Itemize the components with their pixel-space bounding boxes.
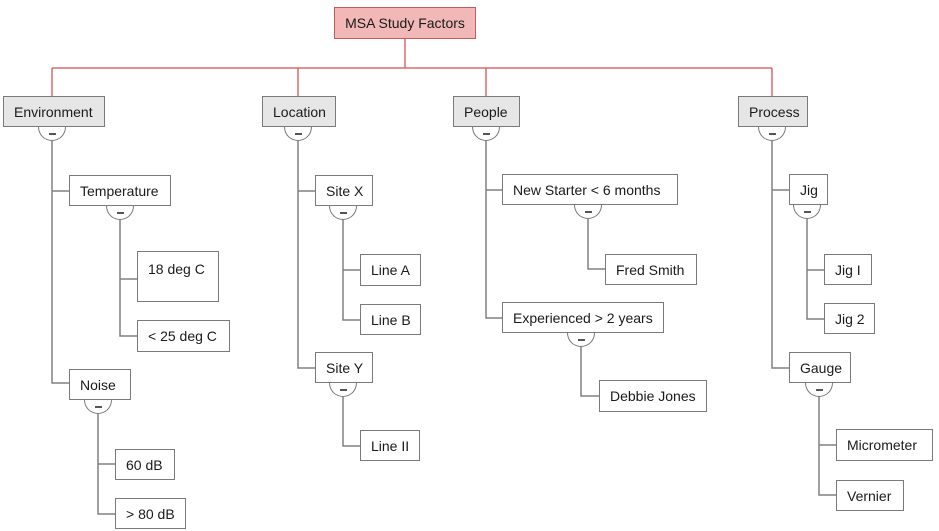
leaf-18-deg-c[interactable]: 18 deg C bbox=[137, 251, 219, 302]
node-label: Jig bbox=[800, 181, 818, 198]
node-label: Site Y bbox=[326, 359, 364, 376]
leaf-label: Jig I bbox=[835, 261, 861, 278]
leaf-over-80-db[interactable]: > 80 dB bbox=[115, 498, 186, 529]
category-people[interactable]: People bbox=[453, 96, 520, 127]
node-label: Experienced > 2 years bbox=[513, 309, 653, 326]
node-noise[interactable]: Noise bbox=[69, 369, 131, 400]
leaf-label: Fred Smith bbox=[616, 261, 685, 278]
node-label: New Starter < 6 months bbox=[513, 181, 661, 198]
node-gauge[interactable]: Gauge bbox=[789, 352, 851, 383]
node-new-starter[interactable]: New Starter < 6 months bbox=[502, 174, 678, 205]
leaf-micrometer[interactable]: Micrometer bbox=[836, 429, 933, 461]
leaf-debbie-jones[interactable]: Debbie Jones bbox=[599, 380, 707, 412]
node-label: Gauge bbox=[800, 359, 843, 376]
leaf-under-25-deg-c[interactable]: < 25 deg C bbox=[137, 320, 230, 352]
category-process[interactable]: Process bbox=[738, 96, 808, 127]
node-jig[interactable]: Jig bbox=[789, 174, 828, 205]
leaf-label: Jig 2 bbox=[835, 310, 865, 327]
leaf-jig-i[interactable]: Jig I bbox=[824, 254, 872, 285]
category-environment[interactable]: Environment bbox=[3, 96, 105, 127]
category-location[interactable]: Location bbox=[262, 96, 336, 127]
leaf-label: Line A bbox=[371, 262, 410, 278]
leaf-60-db[interactable]: 60 dB bbox=[115, 449, 175, 480]
category-label: People bbox=[464, 103, 508, 120]
leaf-label: Debbie Jones bbox=[610, 388, 696, 404]
category-label: Environment bbox=[14, 103, 93, 120]
node-label: Temperature bbox=[80, 182, 159, 199]
root-node[interactable]: MSA Study Factors bbox=[334, 7, 476, 39]
node-label: Site X bbox=[326, 182, 364, 199]
node-site-y[interactable]: Site Y bbox=[315, 352, 373, 383]
leaf-label: 60 dB bbox=[126, 456, 163, 473]
node-label: Noise bbox=[80, 376, 116, 393]
leaf-label: Line B bbox=[371, 311, 411, 328]
leaf-label: < 25 deg C bbox=[148, 328, 217, 344]
node-site-x[interactable]: Site X bbox=[315, 175, 373, 206]
leaf-label: Line II bbox=[371, 437, 410, 454]
category-label: Process bbox=[749, 103, 800, 120]
node-temperature[interactable]: Temperature bbox=[69, 175, 171, 206]
leaf-jig-2[interactable]: Jig 2 bbox=[824, 303, 875, 334]
leaf-line-a[interactable]: Line A bbox=[360, 254, 421, 286]
leaf-fred-smith[interactable]: Fred Smith bbox=[605, 254, 697, 285]
leaf-line-b[interactable]: Line B bbox=[360, 304, 421, 335]
leaf-label: Micrometer bbox=[847, 437, 918, 453]
leaf-label: > 80 dB bbox=[126, 505, 175, 522]
leaf-label: 18 deg C bbox=[148, 261, 205, 277]
category-label: Location bbox=[273, 103, 326, 120]
leaf-vernier[interactable]: Vernier bbox=[836, 480, 904, 511]
root-node-label: MSA Study Factors bbox=[345, 15, 465, 31]
node-experienced[interactable]: Experienced > 2 years bbox=[502, 302, 664, 333]
leaf-label: Vernier bbox=[847, 487, 892, 504]
leaf-line-ii[interactable]: Line II bbox=[360, 430, 420, 461]
